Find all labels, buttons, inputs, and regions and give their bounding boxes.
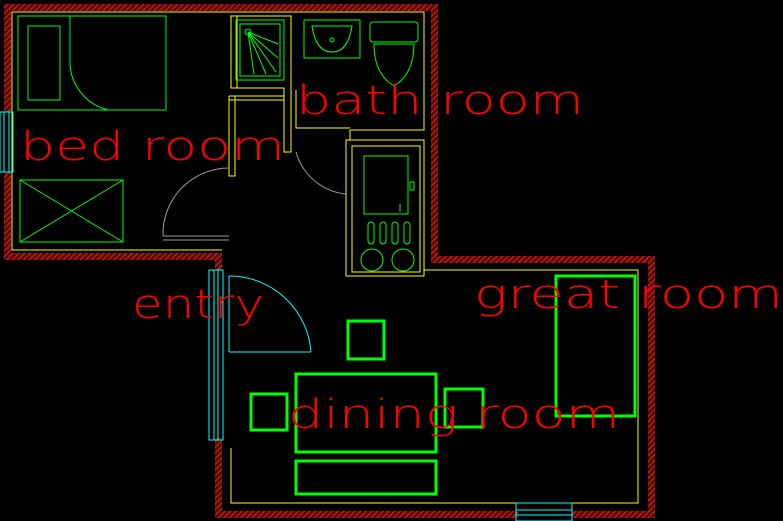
dining-room-label: dining room <box>288 392 620 438</box>
great-room-window <box>515 502 573 521</box>
sink-icon <box>303 19 361 59</box>
bath-door-arc <box>295 151 347 195</box>
stove-icon <box>360 221 415 272</box>
toilet-icon <box>369 21 419 87</box>
bedroom-window <box>0 111 14 173</box>
inner-walls <box>11 11 639 504</box>
chair-icon <box>346 319 386 361</box>
great-room-label: great room <box>474 272 783 318</box>
chair-icon <box>249 392 289 432</box>
fridge-icon <box>363 155 415 215</box>
dresser-icon <box>19 179 124 243</box>
sofa-icon <box>554 274 637 418</box>
bedroom-door-arc <box>162 167 230 237</box>
bed-icon <box>17 15 167 111</box>
entry-door-arc <box>228 275 312 353</box>
furniture <box>17 15 637 496</box>
shower-icon <box>235 19 285 81</box>
entry-label: entry <box>132 282 264 328</box>
dining-table-icon <box>294 372 438 454</box>
chair-icon <box>443 387 485 429</box>
bath-room-label: bath room <box>296 78 584 124</box>
exterior-walls <box>4 4 655 518</box>
windows <box>0 111 573 521</box>
entry-door-frame <box>208 269 224 441</box>
door-swings <box>162 151 347 353</box>
bed-room-label: bed room <box>20 124 285 170</box>
bench-icon <box>294 459 438 496</box>
room-labels: bed room bath room entry great room dini… <box>20 78 783 438</box>
